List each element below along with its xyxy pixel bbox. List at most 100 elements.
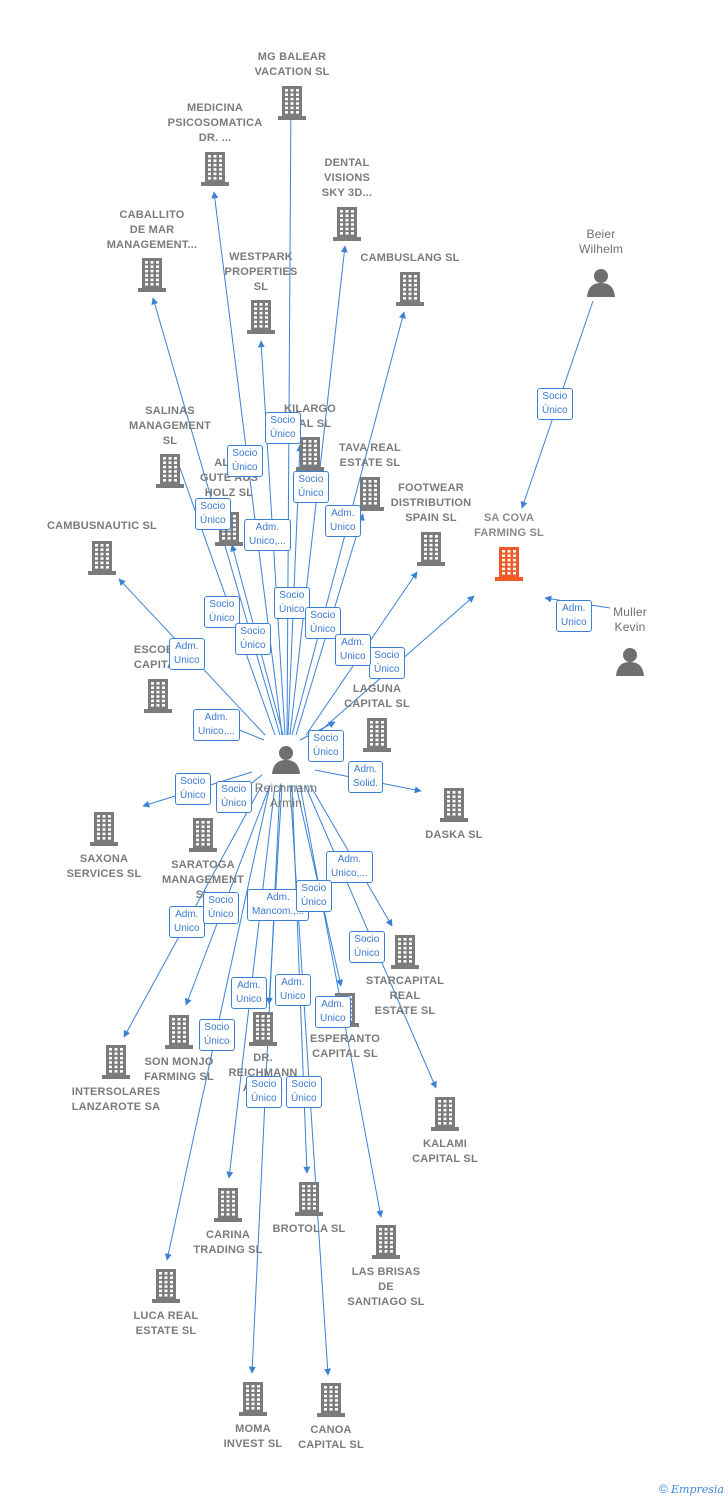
relation-badge[interactable]: Adm.Unico (231, 977, 267, 1009)
node-label-saratoga[interactable]: SARATOGAMANAGEMENTSL (161, 859, 245, 901)
building-icon-laguna[interactable] (361, 718, 393, 757)
building-icon-footwear[interactable] (415, 532, 447, 571)
node-label-daska[interactable]: DASKA SL (425, 829, 483, 841)
relation-badge[interactable]: Adm.Unico (275, 974, 311, 1006)
building-icon-salinas[interactable] (154, 454, 186, 493)
building-icon-daska[interactable] (438, 788, 470, 827)
relation-badge[interactable]: Adm.Solid. (348, 761, 384, 793)
node-label-cambuslang[interactable]: CAMBUSLANG SL (360, 252, 460, 264)
building-icon-carina[interactable] (212, 1188, 244, 1227)
relation-badge[interactable]: Adm.Unico (325, 505, 361, 537)
person-icon-reichmann[interactable] (271, 744, 301, 779)
relation-badge-line: Socio (374, 650, 400, 661)
building-icon-luca[interactable] (150, 1269, 182, 1308)
node-label-brotola[interactable]: BROTOLA SL (272, 1223, 346, 1235)
brand-name[interactable]: Empresia (671, 1483, 724, 1496)
building-icon-westpark[interactable] (245, 300, 277, 339)
building-icon-drreichmann[interactable] (247, 1012, 279, 1051)
relation-badge[interactable]: Adm.Unico,... (244, 519, 291, 551)
relation-badge-line: Socio (298, 474, 324, 485)
building-icon-moma[interactable] (237, 1382, 269, 1421)
building-icon-intersolares[interactable] (100, 1045, 132, 1084)
building-icon-sonmonjo[interactable] (163, 1015, 195, 1054)
relation-badge-line: Socio (313, 733, 339, 744)
relation-badge[interactable]: Adm.Unico,... (193, 709, 240, 741)
relation-badge[interactable]: Adm.Unico (335, 634, 371, 666)
relation-badge-line: Adm. (562, 603, 586, 614)
relation-badge[interactable]: Adm.Unico (315, 996, 351, 1028)
building-icon-cambuslang[interactable] (394, 272, 426, 311)
relation-badge[interactable]: Adm.Unico (169, 638, 205, 670)
relation-badge-line: Socio (291, 1079, 317, 1090)
relation-badge-line: Socio (279, 590, 305, 601)
building-icon-tava[interactable] (354, 477, 386, 516)
building-icon-caballito[interactable] (136, 258, 168, 297)
building-icon-saratoga[interactable] (187, 818, 219, 857)
node-label-cambusnautic[interactable]: CAMBUSNAUTIC SL (47, 520, 157, 532)
building-icon-kilargo[interactable] (294, 437, 326, 476)
building-icon-starcapital[interactable] (389, 935, 421, 974)
building-icon-kalami[interactable] (429, 1097, 461, 1136)
building-icon-canoa[interactable] (315, 1383, 347, 1422)
building-icon-medicina[interactable] (199, 152, 231, 191)
person-icon-beier[interactable] (586, 267, 616, 302)
relation-badge[interactable]: Adm.Unico (169, 906, 205, 938)
building-icon-lasbrisas[interactable] (370, 1225, 402, 1264)
person-icon-muller[interactable] (615, 646, 645, 681)
building-icon-cambusnautic[interactable] (86, 541, 118, 580)
building-icon-saxona[interactable] (88, 812, 120, 851)
building-icon-brotola[interactable] (293, 1182, 325, 1221)
building-icon-dental[interactable] (331, 207, 363, 246)
relation-badge[interactable]: Adm.Unico,... (326, 851, 373, 883)
relation-badge[interactable]: Adm.Unico (556, 600, 592, 632)
building-icon-mg-balear[interactable] (276, 86, 308, 125)
building-icon-escoba[interactable] (142, 679, 174, 718)
building-icon-sacova[interactable] (493, 547, 525, 586)
relation-badge-line: Adm. (266, 892, 290, 903)
